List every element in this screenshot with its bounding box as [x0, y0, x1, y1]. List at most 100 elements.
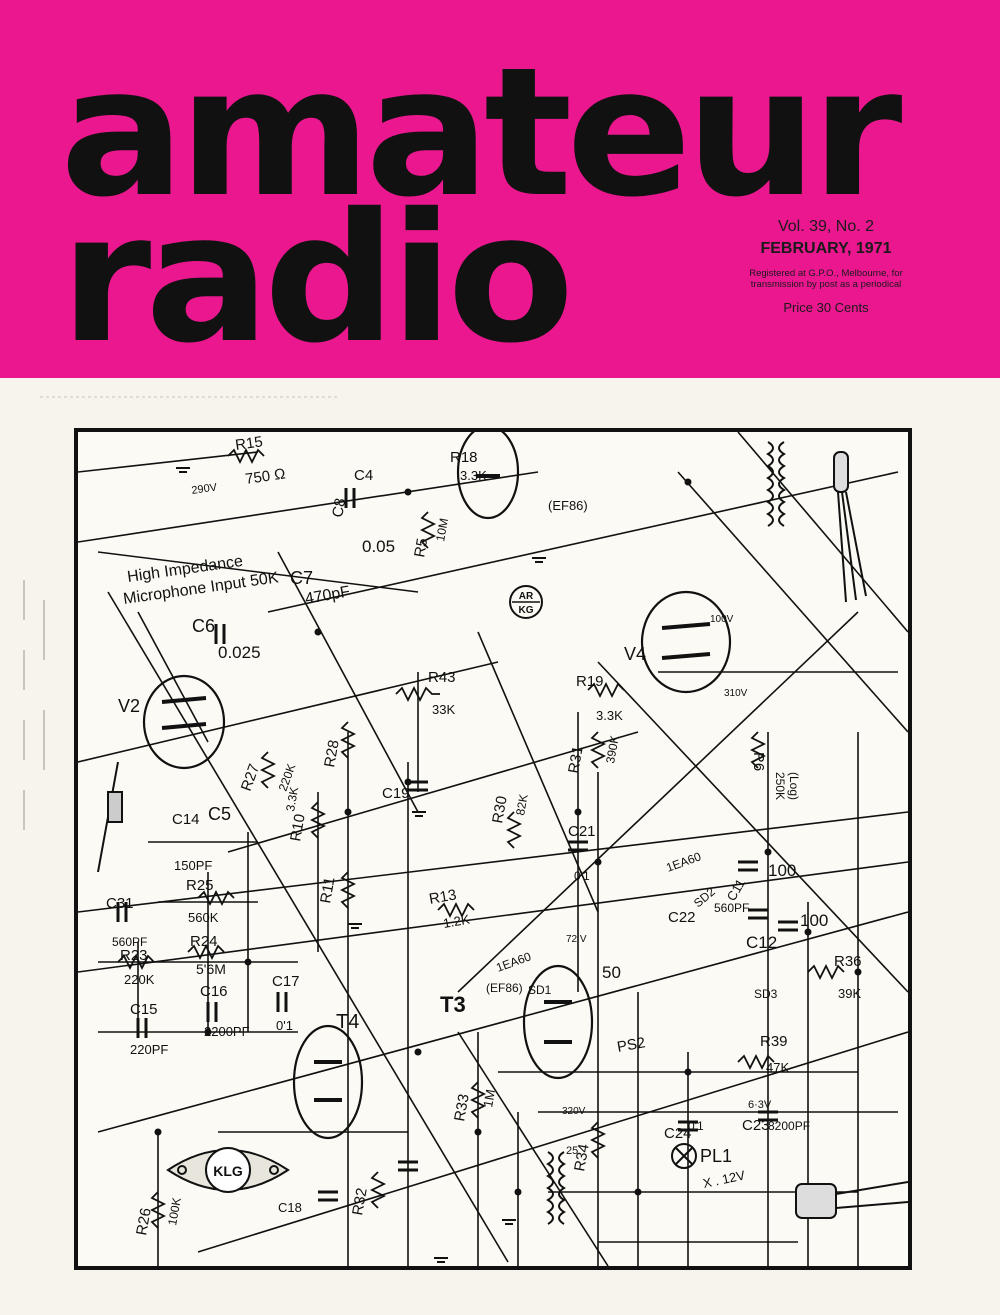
valve-t3: [522, 964, 594, 1080]
label-r26: R26: [133, 1207, 155, 1237]
transistor-picture: [833, 451, 867, 603]
label-r31: R31: [565, 745, 587, 775]
resistor-r25: [197, 889, 235, 907]
label-v2: V2: [118, 696, 140, 716]
label-r6-value: 250K: [773, 772, 787, 800]
label-r18-value: 3.3K: [460, 468, 487, 483]
label-r36: R36: [834, 953, 862, 970]
label-r18: R18: [450, 449, 478, 466]
resistor-r34: [589, 1121, 607, 1159]
diode-picture: [97, 761, 123, 873]
label-c16-value: 2200PF: [204, 1024, 250, 1039]
label-r32: R32: [349, 1187, 371, 1217]
label-sd3: SD3: [754, 987, 778, 1001]
label-r11: R11: [317, 876, 338, 905]
label-c24: C24: [664, 1125, 692, 1142]
label-c19: C19: [382, 785, 410, 802]
label-c5: C5: [208, 804, 231, 824]
label-r30-value: 82K: [513, 793, 530, 816]
circuit-diagram: AR KG KLG: [78, 432, 908, 1266]
label-1ea60-top: 1EA60: [664, 849, 703, 875]
label-x-12v: X . 12V: [702, 1167, 747, 1191]
label-t3: T3: [440, 992, 466, 1017]
resistor-r11: [339, 871, 357, 909]
resistor-r13: [437, 901, 475, 919]
label-r43: R43: [428, 669, 456, 686]
label-c8: C8: [329, 497, 349, 519]
label-r10-value: 3.3K: [283, 786, 301, 813]
edge-print-marks: [23, 580, 45, 830]
label-r30: R30: [489, 795, 511, 825]
resistor-r24: [187, 943, 225, 961]
magazine-title-line-2: radio: [60, 175, 574, 382]
resistor-r5: [419, 511, 437, 549]
resistor-r27: [259, 751, 277, 789]
valve-v4: [640, 590, 732, 694]
label-ef86-mid: (EF86): [486, 981, 523, 995]
label-c16: C16: [200, 983, 228, 1000]
resistor-r36: [807, 963, 845, 981]
magazine-title-line-1: amateur: [60, 29, 902, 236]
label-r19: R19: [576, 673, 604, 690]
label-r33: R33: [451, 1093, 473, 1123]
label-r34: R34: [571, 1143, 593, 1173]
label-c22-value: 560PF: [714, 901, 749, 915]
label-r15: R15: [234, 433, 264, 454]
klg-label: KLG: [213, 1163, 243, 1179]
label-r31-value: 390K: [603, 734, 622, 764]
label-c31: C31: [106, 895, 134, 912]
resistor-r26: [149, 1191, 167, 1229]
label-ef86-top: (EF86): [548, 498, 588, 513]
label-c14-value: 150PF: [174, 858, 212, 873]
label-r5-value: 10M: [433, 517, 451, 542]
label-c10-value: 50: [602, 963, 621, 982]
label-r10: R10: [287, 813, 309, 843]
label-sd1: SD1: [528, 983, 552, 997]
label-r24-value: 5'6M: [196, 961, 226, 977]
valve-ef86-top: [456, 432, 520, 520]
label-r27: R27: [238, 762, 263, 794]
label-r25: R25: [186, 877, 214, 894]
photocell-picture: [795, 1181, 908, 1219]
label-290v: 290V: [191, 481, 219, 497]
label-r24: R24: [190, 933, 218, 950]
label-c6: C6: [192, 616, 215, 636]
label-320v: 320V: [562, 1106, 586, 1117]
label-c15-value: 220PF: [130, 1042, 168, 1057]
resistor-r33: [469, 1081, 487, 1119]
label-c7: C7: [290, 568, 313, 588]
label-c31-value: 560PF: [112, 935, 147, 949]
label-r28: R28: [321, 739, 343, 769]
label-c12: C12: [746, 933, 777, 952]
label-c4: C4: [354, 467, 373, 484]
label-c11-value: 100: [768, 861, 796, 880]
resistor-r30: [505, 811, 523, 849]
label-c12-value: 100: [800, 911, 828, 930]
label-r6-log: (Log): [787, 772, 801, 800]
label-ps2: PS2: [616, 1034, 647, 1056]
label-v4: V4: [624, 644, 646, 664]
label-r13-value: 1.2K: [442, 911, 471, 930]
label-pl1: PL1: [700, 1146, 732, 1166]
label-c21-value: 0'1: [574, 869, 590, 883]
label-c8-value: 0.05: [362, 537, 395, 556]
label-72v: 72 V: [566, 934, 587, 945]
resistor-r39: [737, 1053, 775, 1071]
scan-mark-lines: [40, 396, 340, 398]
label-r23-value: 220K: [124, 972, 155, 987]
schematic-illustration: AR KG KLG: [74, 428, 912, 1270]
issue-date: FEBRUARY, 1971: [760, 240, 892, 257]
label-c18: C18: [278, 1200, 302, 1215]
label-r36-value: 39K: [838, 986, 861, 1001]
issue-volume: Vol. 39, No. 2: [777, 218, 875, 235]
issue-price: Price 30 Cents: [783, 300, 869, 315]
label-r39-value: 47K: [766, 1060, 789, 1075]
resistor-r28: [339, 721, 357, 759]
schematic-logo-bottom: KG: [519, 605, 534, 616]
label-c17-value: 0'1: [276, 1018, 293, 1033]
label-c14: C14: [172, 811, 200, 828]
label-6v3: 6·3V: [748, 1099, 772, 1111]
label-r5: R5: [411, 537, 431, 559]
label-r43-value: 33K: [432, 702, 455, 717]
label-r19-value: 3.3K: [596, 708, 623, 723]
